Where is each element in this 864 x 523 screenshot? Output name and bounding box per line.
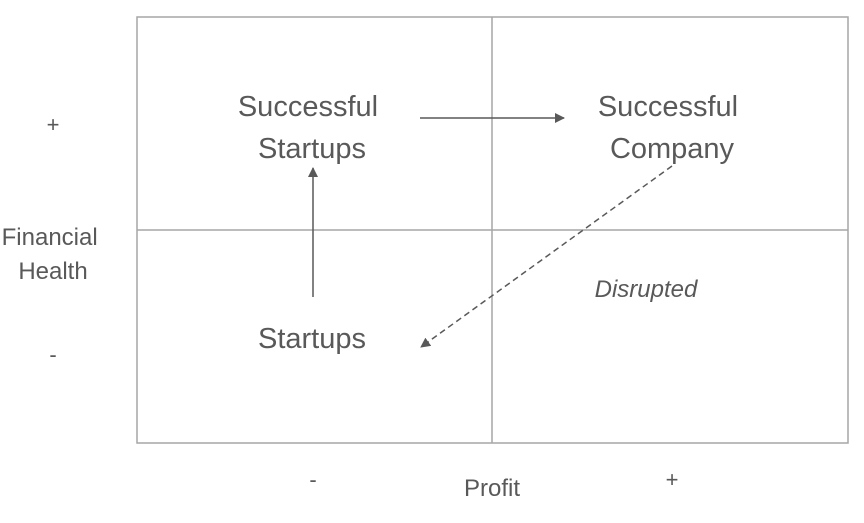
y-axis-low-label: -	[49, 342, 56, 367]
quadrant-bottom-left-label: Startups	[258, 323, 366, 355]
quadrant-top-right-line-2: Company	[610, 133, 735, 165]
quadrant-top-left-line-1: Successful	[238, 91, 378, 123]
quadrant-bottom-right-label: Disrupted	[595, 276, 698, 303]
quadrant-top-right-label: Successful Company	[598, 91, 746, 165]
arrow-successful-company-to-startups	[420, 165, 673, 348]
x-axis-title: Profit	[464, 475, 520, 502]
y-axis-title: Financial Health	[2, 224, 105, 285]
y-axis-high-label: +	[47, 112, 60, 137]
y-axis-title-line-1: Financial	[2, 224, 98, 251]
x-axis-high-label: +	[666, 467, 679, 492]
quadrant-top-left-line-2: Startups	[258, 133, 366, 165]
quadrant-top-right-line-1: Successful	[598, 91, 738, 123]
y-axis-title-line-2: Health	[18, 258, 87, 285]
x-axis-low-label: -	[309, 467, 316, 492]
quadrant-top-left-label: Successful Startups	[238, 91, 386, 165]
